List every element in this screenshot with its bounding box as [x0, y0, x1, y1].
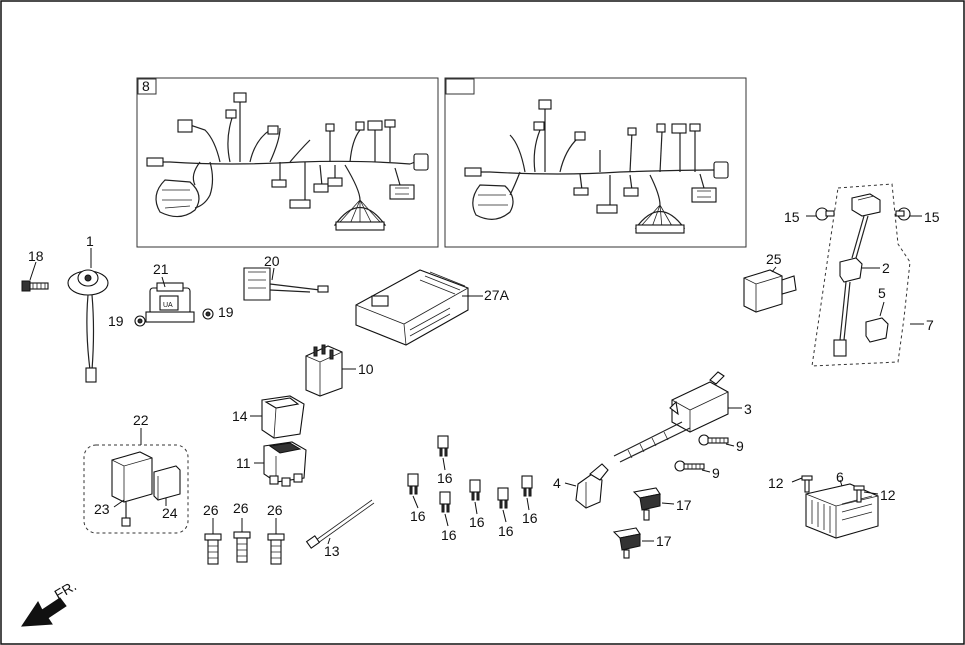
callout-22: 22: [133, 412, 149, 428]
callout-6: 6: [836, 469, 844, 485]
regulator-6: [805, 479, 879, 539]
bolt-12-left: [791, 475, 813, 493]
callout-25: 25: [766, 251, 782, 267]
svg-text:UA: UA: [163, 302, 173, 309]
fuse-16-c: [439, 491, 451, 527]
screw-15-right: [895, 207, 922, 221]
callout-20: 20: [264, 253, 280, 269]
fuse-16-b: [407, 473, 419, 509]
callout-16-f: 16: [522, 510, 538, 526]
callout-14: 14: [232, 408, 248, 424]
main-fuse-17-a: [632, 487, 675, 521]
callout-16-e: 16: [498, 523, 514, 539]
callout-12-left: 12: [768, 475, 784, 491]
bolt-26-b: [233, 518, 251, 563]
fuse-16-a: [437, 435, 449, 471]
callout-17-a: 17: [676, 497, 692, 513]
wire-harness-inset-right: [444, 77, 747, 248]
regulator-group-22: [83, 428, 189, 534]
callout-9-lower: 9: [712, 465, 720, 481]
bolt-12-right: [853, 485, 879, 503]
callout-12-right: 12: [880, 487, 896, 503]
callout-19-left: 19: [108, 313, 124, 329]
callout-16-d: 16: [469, 514, 485, 530]
front-direction-arrow: [21, 597, 67, 627]
callout-18: 18: [28, 248, 44, 264]
relay-holder-14: [250, 395, 305, 439]
screw-15-left: [806, 207, 835, 221]
bolt-9-upper: [698, 434, 735, 447]
callout-16-c: 16: [441, 527, 457, 543]
main-fuse-17-b: [612, 527, 654, 559]
callout-13: 13: [324, 543, 340, 559]
cable-tie-13: [305, 499, 375, 549]
relay-10: [305, 344, 356, 397]
ignition-coil-3: [613, 371, 742, 463]
callout-21: 21: [153, 261, 169, 277]
nut-19-left: [134, 315, 146, 327]
callout-1: 1: [86, 233, 94, 249]
fuse-16-e: [497, 487, 509, 523]
wire-harness-inset-left: 8: [136, 77, 439, 248]
relay-socket-11: [254, 441, 307, 487]
callout-7: 7: [926, 317, 934, 333]
callout-26-b: 26: [233, 500, 249, 516]
bolt-26-a: [204, 518, 222, 565]
fuse-16-d: [469, 479, 481, 515]
callout-9-upper: 9: [736, 438, 744, 454]
callout-11: 11: [236, 455, 251, 471]
inset-left-label: 8: [142, 78, 150, 94]
callout-16-a: 16: [437, 470, 453, 486]
callout-2: 2: [882, 260, 890, 276]
callout-4: 4: [553, 475, 561, 491]
callout-3: 3: [744, 401, 752, 417]
bolt-18: [21, 261, 49, 292]
callout-19-right: 19: [218, 304, 234, 320]
ecu-27a: [355, 269, 483, 346]
sensor-1: [67, 248, 109, 383]
callout-15-left: 15: [784, 209, 800, 225]
callout-23: 23: [94, 501, 110, 517]
callout-5: 5: [878, 285, 886, 301]
callout-16-b: 16: [410, 508, 426, 524]
sub-harness-20: [243, 267, 329, 301]
sensor-21: UA: [145, 276, 195, 323]
direction-label: FR.: [52, 577, 80, 602]
bolt-26-c: [267, 518, 285, 565]
fuse-16-f: [521, 475, 533, 511]
callout-15-right: 15: [924, 209, 940, 225]
callout-26-a: 26: [203, 502, 219, 518]
cap-25: [743, 266, 797, 313]
switch-group-7: [811, 183, 924, 367]
callout-17-b: 17: [656, 533, 672, 549]
bolt-9-lower: [674, 460, 711, 473]
callout-26-c: 26: [267, 502, 283, 518]
callout-27a: 27A: [484, 287, 510, 303]
nut-19-right: [202, 308, 214, 320]
callout-10: 10: [358, 361, 374, 377]
spark-plug-cap-4: [564, 463, 609, 509]
callout-24: 24: [162, 505, 178, 521]
